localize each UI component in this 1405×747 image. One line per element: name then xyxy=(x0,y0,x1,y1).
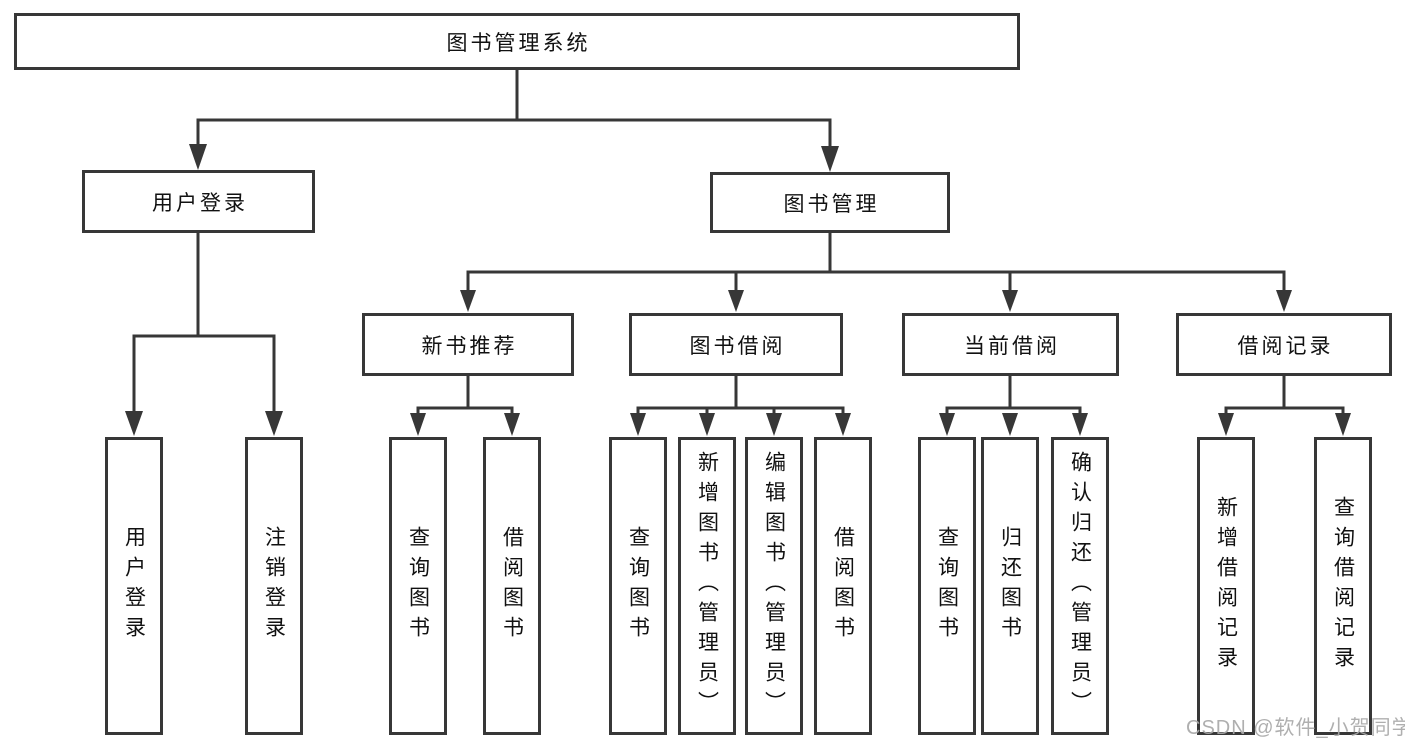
node-user-login: 用户登录 xyxy=(82,170,315,233)
leaf-borrow-books-recommend-label: 借阅图书 xyxy=(500,526,524,646)
node-book-management-label: 图书管理 xyxy=(783,192,880,216)
leaf-user-login: 用户登录 xyxy=(105,437,163,735)
leaf-user-login-label: 用户登录 xyxy=(122,526,146,646)
leaf-query-borrow-record-label: 查询借阅记录 xyxy=(1331,496,1355,676)
csdn-watermark: CSDN @软件_小贺同学 xyxy=(1186,717,1405,739)
node-new-book-recommend: 新书推荐 xyxy=(362,313,574,376)
leaf-add-books-admin-label: 新增图书（管理员） xyxy=(695,451,719,721)
leaf-query-books-current: 查询图书 xyxy=(918,437,976,735)
node-current-borrow-label: 当前借阅 xyxy=(964,334,1060,358)
leaf-borrow-books: 借阅图书 xyxy=(814,437,872,735)
node-library-system-label: 图书管理系统 xyxy=(446,31,591,55)
leaf-edit-books-admin: 编辑图书（管理员） xyxy=(745,437,803,735)
leaf-logout-label: 注销登录 xyxy=(262,526,286,646)
node-current-borrow: 当前借阅 xyxy=(902,313,1119,376)
leaf-add-borrow-record-label: 新增借阅记录 xyxy=(1214,496,1238,676)
leaf-query-books-recommend-label: 查询图书 xyxy=(406,526,430,646)
leaf-query-borrow-record: 查询借阅记录 xyxy=(1314,437,1372,735)
node-borrow-records-label: 借阅记录 xyxy=(1237,334,1334,358)
leaf-borrow-books-label: 借阅图书 xyxy=(831,526,855,646)
leaf-confirm-return-admin-label: 确认归还（管理员） xyxy=(1068,451,1092,721)
leaf-query-books-borrow-label: 查询图书 xyxy=(626,526,650,646)
node-book-borrow: 图书借阅 xyxy=(629,313,843,376)
leaf-return-books: 归还图书 xyxy=(981,437,1039,735)
node-new-book-recommend-label: 新书推荐 xyxy=(421,334,518,358)
leaf-logout: 注销登录 xyxy=(245,437,303,735)
leaf-query-books-current-label: 查询图书 xyxy=(935,526,959,646)
leaf-query-books-borrow: 查询图书 xyxy=(609,437,667,735)
node-library-system: 图书管理系统 xyxy=(14,13,1020,70)
leaf-confirm-return-admin: 确认归还（管理员） xyxy=(1051,437,1109,735)
node-book-borrow-label: 图书借阅 xyxy=(689,334,786,358)
node-borrow-records: 借阅记录 xyxy=(1176,313,1392,376)
node-book-management: 图书管理 xyxy=(710,172,950,233)
leaf-edit-books-admin-label: 编辑图书（管理员） xyxy=(762,451,786,721)
leaf-return-books-label: 归还图书 xyxy=(998,526,1022,646)
leaf-query-books-recommend: 查询图书 xyxy=(389,437,447,735)
leaf-add-borrow-record: 新增借阅记录 xyxy=(1197,437,1255,735)
leaf-borrow-books-recommend: 借阅图书 xyxy=(483,437,541,735)
node-user-login-label: 用户登录 xyxy=(152,191,248,215)
leaf-add-books-admin: 新增图书（管理员） xyxy=(678,437,736,735)
